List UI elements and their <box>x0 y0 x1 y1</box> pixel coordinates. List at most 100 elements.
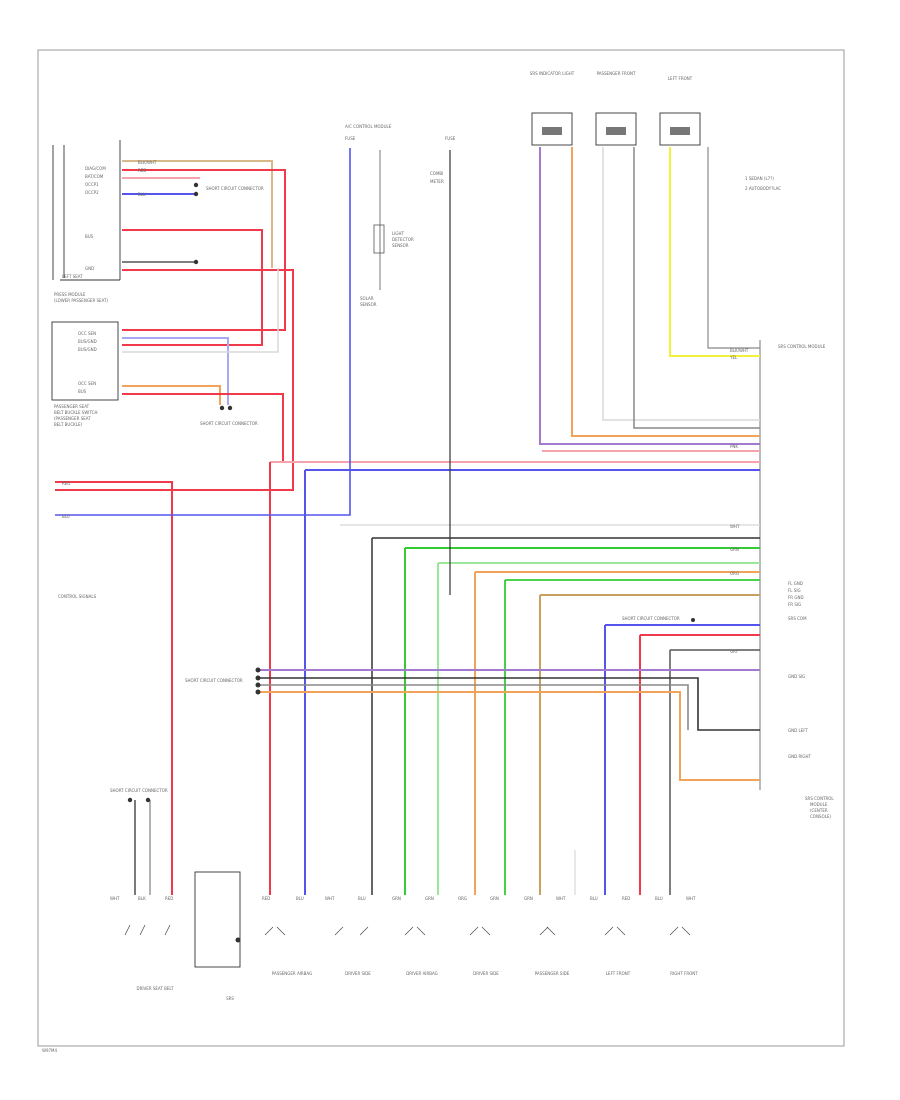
passenger-seat-label-2: BELT BUCKLE SWITCH <box>54 410 97 415</box>
svg-text:FR GND: FR GND <box>788 595 804 600</box>
srs-module-right-label-4: CONSOLE) <box>810 814 831 819</box>
svg-text:WHT: WHT <box>325 896 335 901</box>
svg-text:GRN: GRN <box>425 896 434 901</box>
svg-text:OCCP2: OCCP2 <box>85 190 99 195</box>
svg-text:FR SIG: FR SIG <box>788 602 801 607</box>
bottom-label-9: RIGHT FRONT <box>670 971 698 976</box>
svg-text:GND SIG: GND SIG <box>788 674 805 679</box>
svg-text:SOLAR: SOLAR <box>360 296 374 301</box>
fuse-label-a: FUSE <box>345 136 356 141</box>
svg-text:PNK: PNK <box>730 444 738 449</box>
svg-text:OCCP1: OCCP1 <box>85 182 99 187</box>
svg-text:WHT: WHT <box>686 896 696 901</box>
svg-text:YEL: YEL <box>729 355 738 360</box>
legend-2: 2 AUTOBODY?LAC <box>745 186 781 191</box>
svg-text:SENSOR: SENSOR <box>392 243 409 248</box>
left-upper-connector: DIAG/COM BAT/COM OCCP1 OCCP2 BUS GND LEF… <box>52 140 121 303</box>
svg-text:FL GND: FL GND <box>788 581 803 586</box>
svg-text:ORG: ORG <box>458 896 467 901</box>
svg-text:RED: RED <box>262 896 270 901</box>
press-module-label-2: (LOWER PASSENGER SEAT) <box>54 298 108 303</box>
left-front-label: LEFT FRONT <box>668 76 693 81</box>
svg-text:ORG: ORG <box>730 571 739 576</box>
splice-label-a: SHORT CIRCUIT CONNECTOR <box>206 186 264 191</box>
splice-labels: SHORT CIRCUIT CONNECTOR SHORT CIRCUIT CO… <box>58 186 680 793</box>
svg-text:BLU: BLU <box>358 896 366 901</box>
splice-label-d: SHORT CIRCUIT CONNECTOR <box>110 788 168 793</box>
press-module-label: PRESS MODULE <box>54 292 86 297</box>
bottom-label-3: PASSENGER AIRBAG <box>272 971 312 976</box>
svg-text:BLK: BLK <box>138 896 146 901</box>
svg-text:LIGHT: LIGHT <box>392 231 405 236</box>
svg-text:GRN: GRN <box>730 547 739 552</box>
srs-module-right-label-3: (CENTER <box>810 808 828 813</box>
bottom-components: WHT BLK RED RED BLU WHT BLU GRN GRN ORG … <box>110 871 698 1001</box>
bottom-label-8: LEFT FRONT <box>606 971 631 976</box>
svg-text:WHT: WHT <box>730 524 740 529</box>
svg-text:GND LEFT: GND LEFT <box>788 728 808 733</box>
bottom-label-2: SRS <box>226 996 234 1001</box>
control-signal-label: CONTROL SIGNALS <box>58 594 97 599</box>
svg-text:GND: GND <box>85 266 94 271</box>
svg-text:COMBI: COMBI <box>430 171 443 176</box>
splice-label-e: SHORT CIRCUIT CONNECTOR <box>622 616 680 621</box>
ac-module-label: A/C CONTROL MODULE <box>345 124 392 129</box>
svg-text:RED: RED <box>62 481 70 486</box>
svg-text:BLU: BLU <box>296 896 304 901</box>
top-right-components: SRS INDICATOR LIGHT PASSENGER FRONT LEFT… <box>530 71 782 191</box>
svg-text:BLU: BLU <box>590 896 598 901</box>
splice-points <box>127 182 695 943</box>
svg-text:BUS: BUS <box>78 389 87 394</box>
left-lower-connector: OCC SEN BUS/GND BUS/GND OCC SEN BUS PASS… <box>51 321 119 427</box>
svg-text:BUS/GND: BUS/GND <box>78 339 97 344</box>
wire-codes: BLK/WHT RED BLU RED BLU BLK/WHT YEL WHT … <box>62 160 749 654</box>
svg-text:BUS/GND: BUS/GND <box>78 347 97 352</box>
pass-airbag-label: PASSENGER FRONT <box>597 71 636 76</box>
svg-text:METER: METER <box>430 179 444 184</box>
legend-1: 1 SEDAN (L7?) <box>745 176 774 181</box>
splice-label-c: SHORT CIRCUIT CONNECTOR <box>185 678 243 683</box>
bottom-label-5: DRIVER AIRBAG <box>406 971 438 976</box>
svg-text:SRS COM: SRS COM <box>788 616 807 621</box>
horizontal-wires <box>55 147 760 895</box>
svg-text:BLU: BLU <box>138 192 146 197</box>
svg-text:GND RIGHT: GND RIGHT <box>788 754 812 759</box>
bottom-label-4: DRIVER SIDE <box>345 971 371 976</box>
svg-text:DIAG/COM: DIAG/COM <box>85 166 106 171</box>
svg-text:WHT: WHT <box>110 896 120 901</box>
fuse-label-b: FUSE <box>445 136 456 141</box>
svg-text:RED: RED <box>165 896 173 901</box>
svg-text:LEFT SEAT: LEFT SEAT <box>62 274 83 279</box>
svg-text:GRN: GRN <box>524 896 533 901</box>
svg-text:BLU: BLU <box>62 514 70 519</box>
svg-text:RED: RED <box>622 896 630 901</box>
srs-ind-label: SRS INDICATOR LIGHT <box>530 71 575 76</box>
srs-module-right-label: SRS CONTROL <box>805 796 834 801</box>
bottom-label-1: DRIVER SEAT BELT <box>137 986 175 991</box>
diagram-frame <box>37 49 845 1047</box>
svg-text:BLK/WHT: BLK/WHT <box>730 348 749 353</box>
bottom-label-6: DRIVER SIDE <box>473 971 499 976</box>
svg-text:OCC SEN: OCC SEN <box>78 381 96 386</box>
bottom-label-7: PASSENGER SIDE <box>535 971 570 976</box>
svg-text:BUS: BUS <box>85 234 94 239</box>
svg-text:SENSOR: SENSOR <box>360 302 377 307</box>
top-center-block: A/C CONTROL MODULE FUSE FUSE LIGHT DETEC… <box>345 124 456 307</box>
footer-code: W97M4 <box>42 1048 57 1053</box>
svg-text:RED: RED <box>138 168 146 173</box>
svg-text:OCC SEN: OCC SEN <box>78 331 96 336</box>
passenger-seat-label: PASSENGER SEAT <box>54 404 90 409</box>
svg-text:WHT: WHT <box>556 896 566 901</box>
passenger-seat-label-3: (PASSENGER SEAT <box>54 416 91 421</box>
srs-module-right-label-2: MODULE <box>810 802 828 807</box>
splice-label-b: SHORT CIRCUIT CONNECTOR <box>200 421 258 426</box>
svg-text:DETECTOR: DETECTOR <box>392 237 414 242</box>
svg-text:BLU: BLU <box>655 896 663 901</box>
svg-text:GRN: GRN <box>392 896 401 901</box>
svg-text:BAT/COM: BAT/COM <box>85 174 104 179</box>
srs-module-label: SRS CONTROL MODULE <box>778 344 826 349</box>
passenger-seat-label-4: BELT BUCKLE) <box>54 422 83 427</box>
svg-text:FL SIG: FL SIG <box>788 588 801 593</box>
svg-text:GRY: GRY <box>730 649 739 654</box>
